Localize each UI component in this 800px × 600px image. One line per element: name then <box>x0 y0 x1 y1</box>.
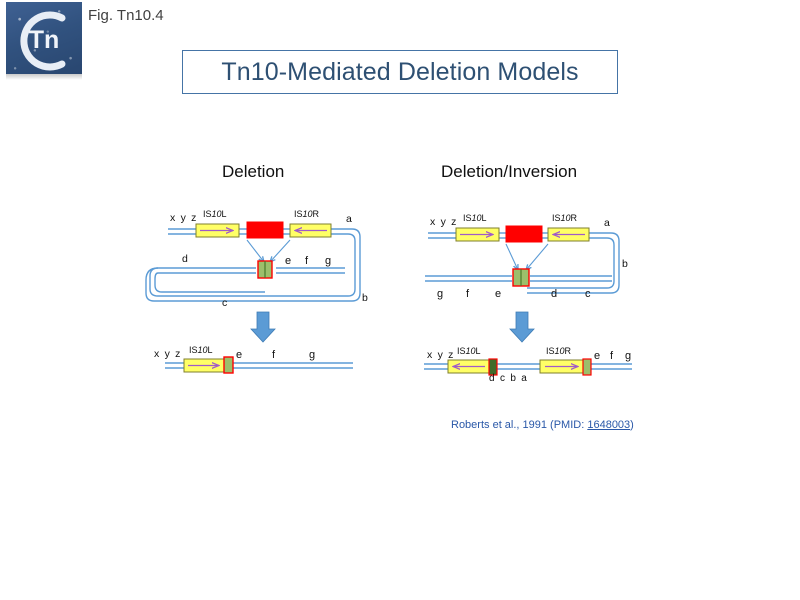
product-target-site-left-r <box>488 358 498 376</box>
synapsis-line-right <box>270 239 291 262</box>
product-label-is10r-r: IS10R <box>546 346 572 356</box>
product-label-xyz-r: x y z <box>427 349 455 361</box>
label-segment-e: e <box>285 255 292 267</box>
product-dna-mid-r <box>497 363 540 370</box>
slide-title-box: Tn10-Mediated Deletion Models <box>182 50 618 94</box>
product-label-f-r: f <box>610 350 614 362</box>
label-loop-b-r: b <box>622 258 628 270</box>
dna-duplex-top-left-r <box>428 232 456 239</box>
deletion-substrate <box>145 221 361 302</box>
product-label-f: f <box>272 349 276 361</box>
figure-label: Fig. Tn10.4 <box>88 7 164 24</box>
panel-caption-deletion: Deletion <box>222 162 285 181</box>
slide-title: Tn10-Mediated Deletion Models <box>221 57 579 86</box>
ctn-logo: Tn <box>6 2 82 80</box>
dna-duplex-lower-right-r <box>530 275 612 282</box>
label-left-flank-xyz: x y z <box>170 212 198 224</box>
product-label-dcba: d c b a <box>489 373 529 384</box>
product-label-is10l-r: IS10L <box>457 346 481 356</box>
product-dna-right-r <box>589 363 632 370</box>
synapsis-line-left-r <box>505 243 518 270</box>
citation-text-before: Roberts et al., 1991 (PMID: <box>451 419 588 431</box>
transition-arrow-left <box>250 311 276 343</box>
product-label-g: g <box>309 349 316 361</box>
transposon-body <box>246 221 284 239</box>
label-segment-f: f <box>305 255 309 267</box>
product-target-site <box>223 356 234 374</box>
dna-duplex-top-mid1-r <box>499 232 506 239</box>
product-dna-right <box>233 362 353 369</box>
product-label-is10l: IS10L <box>189 345 213 355</box>
label-segment-d-r: d <box>551 288 558 300</box>
dna-loop-inner-right <box>265 233 356 297</box>
product-label-e-r: e <box>594 350 601 362</box>
product-label-g-r: g <box>625 350 632 362</box>
dna-loop-left-inner2 <box>154 272 265 293</box>
logo-shadow <box>6 74 82 80</box>
dna-loop-outer-right <box>265 228 361 302</box>
dna-duplex-top-mid2 <box>283 228 290 235</box>
dna-duplex-lower-left-r <box>425 275 512 282</box>
label-segment-g: g <box>325 255 332 267</box>
dna-duplex-top-left <box>168 228 196 235</box>
label-segment-f-r: f <box>466 288 470 300</box>
label-segment-d: d <box>182 253 188 265</box>
label-is10l-r: IS10L <box>463 213 487 223</box>
panel-caption-deletion-inversion: Deletion/Inversion <box>441 162 578 181</box>
deletion-product <box>165 356 353 374</box>
product-dna-left-r <box>424 363 448 370</box>
dna-duplex-lower-right <box>276 267 345 274</box>
label-is10r: IS10R <box>294 209 320 219</box>
label-loop-a: a <box>346 213 352 225</box>
synapsis-line-right-r <box>526 243 549 270</box>
synapsis-line-left <box>246 239 264 262</box>
dna-loop-outer-right-r <box>527 232 620 294</box>
dna-duplex-lower <box>158 267 256 274</box>
deletion-inversion-substrate <box>425 225 620 294</box>
svg-text:Tn: Tn <box>29 26 60 54</box>
citation: Roberts et al., 1991 (PMID: 1648003) <box>451 419 634 431</box>
label-segment-e-r: e <box>495 288 502 300</box>
label-loop-a-r: a <box>604 217 610 229</box>
label-loop-b: b <box>362 292 368 304</box>
label-is10l: IS10L <box>203 209 227 219</box>
pmid-link[interactable]: 1648003 <box>587 419 631 431</box>
product-dna-left <box>165 362 184 369</box>
deletion-inversion-product <box>424 358 632 376</box>
dna-loop-inner-right-r <box>527 237 615 289</box>
dna-duplex-top-mid1 <box>239 228 247 235</box>
dna-loop-left-outer <box>145 267 265 302</box>
label-segment-c-r: c <box>585 288 591 300</box>
label-segment-g-r: g <box>437 288 444 300</box>
label-is10r-r: IS10R <box>552 213 578 223</box>
label-loop-c: c <box>222 297 228 309</box>
transition-arrow-right <box>509 311 535 343</box>
product-label-e: e <box>236 349 243 361</box>
ctn-logo-glyph: Tn <box>20 11 66 71</box>
product-target-site-right-r <box>582 358 592 376</box>
product-label-xyz: x y z <box>154 348 182 360</box>
label-left-flank-xyz-r: x y z <box>430 216 458 228</box>
citation-text-after: ) <box>630 419 634 431</box>
transposon-body-r <box>505 225 543 243</box>
